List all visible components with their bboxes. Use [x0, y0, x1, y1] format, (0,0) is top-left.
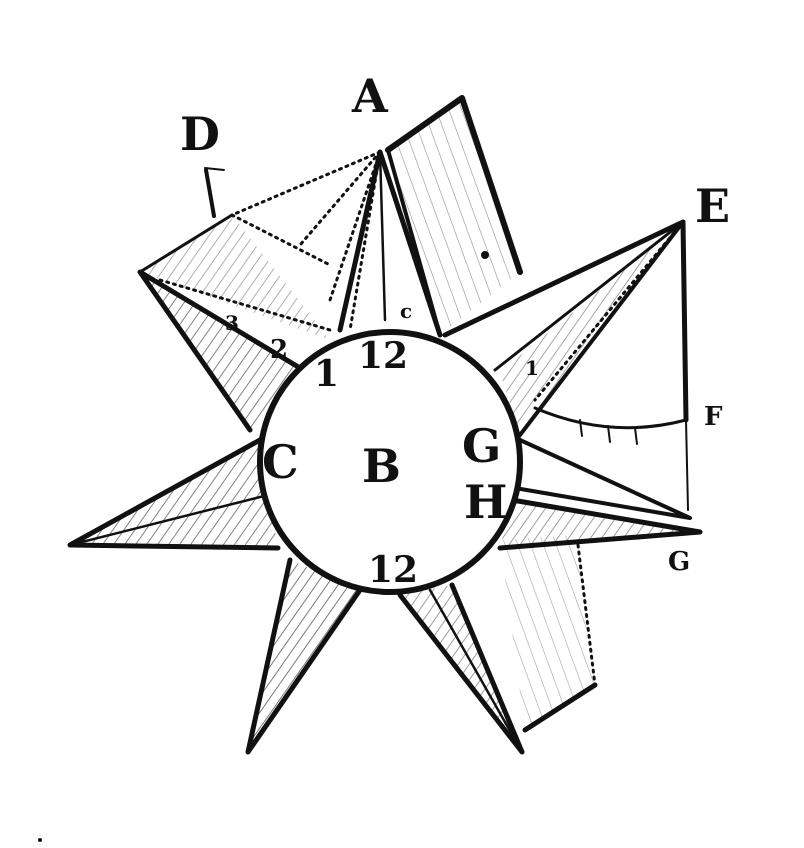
label-c-small: c [400, 299, 412, 323]
lower-slab [500, 535, 598, 733]
label-f: F [704, 402, 723, 432]
label-a: A [351, 69, 389, 123]
label-12-bottom: 12 [368, 549, 418, 591]
diagram-labels: A D E F G c 12 12 1 2 3 1 C B G H [180, 69, 730, 591]
label-2: 2 [270, 335, 288, 365]
label-3: 3 [225, 311, 239, 335]
page-speck [38, 838, 42, 842]
label-12-top: 12 [358, 335, 408, 377]
e-frame [533, 219, 689, 511]
label-g-center: G [462, 419, 501, 473]
label-e: E [695, 179, 730, 233]
label-1-left: 1 [314, 353, 339, 395]
label-h: H [464, 475, 507, 529]
label-c: C [262, 435, 299, 489]
label-b: B [362, 439, 401, 493]
label-g-lower: G [668, 547, 690, 577]
construction-lines [158, 150, 382, 332]
dial-circle [257, 329, 523, 595]
star-rays [67, 149, 703, 755]
label-d: D [180, 107, 220, 161]
label-1-right: 1 [525, 356, 539, 380]
